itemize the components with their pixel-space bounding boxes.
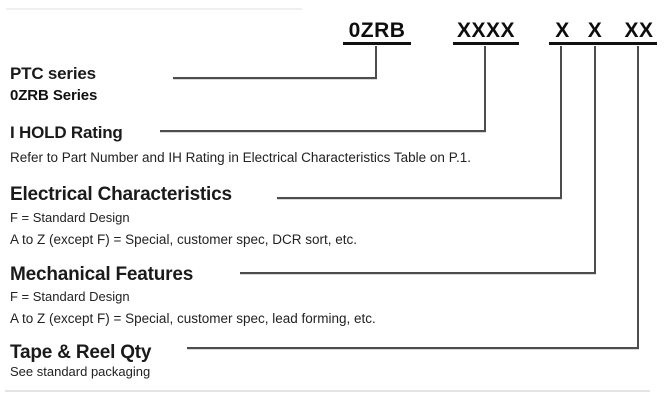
connector-tape-reel-vertical [637,46,639,349]
section-detail-electrical-special: A to Z (except F) = Special, customer sp… [10,232,357,247]
part-segment-tape-reel: XX [622,18,656,43]
connector-mechanical-vertical [594,46,596,274]
connector-electrical-horizontal [277,197,562,199]
top-faint-divider [6,8,302,10]
part-segment-tape-reel-text: XX [624,19,654,42]
bottom-divider [5,390,650,392]
section-detail-mechanical-standard: F = Standard Design [10,289,130,304]
part-segment-ihold: XXXX [453,18,519,43]
underline-ihold [453,42,519,45]
section-title-ptc-series: PTC series [10,64,96,83]
section-detail-ihold-refer: Refer to Part Number and IH Rating in El… [10,150,471,165]
section-detail-tape-reel-packaging: See standard packaging [10,364,151,379]
section-title-mechanical-features: Mechanical Features [10,264,194,285]
connector-ihold-vertical [484,46,486,132]
underline-series [343,42,411,45]
connector-tape-reel-horizontal [187,347,639,349]
section-title-tape-reel-qty: Tape & Reel Qty [10,342,152,363]
connector-series-horizontal [173,77,377,79]
part-segment-mechanical: X [583,18,607,43]
connector-mechanical-horizontal [240,272,596,274]
part-segment-series: 0ZRB [343,18,411,43]
part-segment-electrical-text: X [555,19,570,42]
section-detail-electrical-standard: F = Standard Design [10,210,130,225]
section-detail-0zrb-series: 0ZRB Series [10,87,98,104]
part-segment-mechanical-text: X [587,19,603,42]
section-detail-mechanical-special: A to Z (except F) = Special, customer sp… [10,311,376,326]
underline-suffix-group [549,42,657,45]
section-title-ihold-rating: I HOLD Rating [10,123,123,142]
section-title-electrical-characteristics: Electrical Characteristics [10,184,232,205]
part-segment-electrical: X [551,18,574,43]
part-segment-series-text: 0ZRB [348,19,406,42]
part-segment-ihold-text: XXXX [456,19,516,42]
connector-electrical-vertical [560,46,562,199]
connector-ihold-horizontal [160,130,486,132]
connector-series-vertical [375,46,377,79]
